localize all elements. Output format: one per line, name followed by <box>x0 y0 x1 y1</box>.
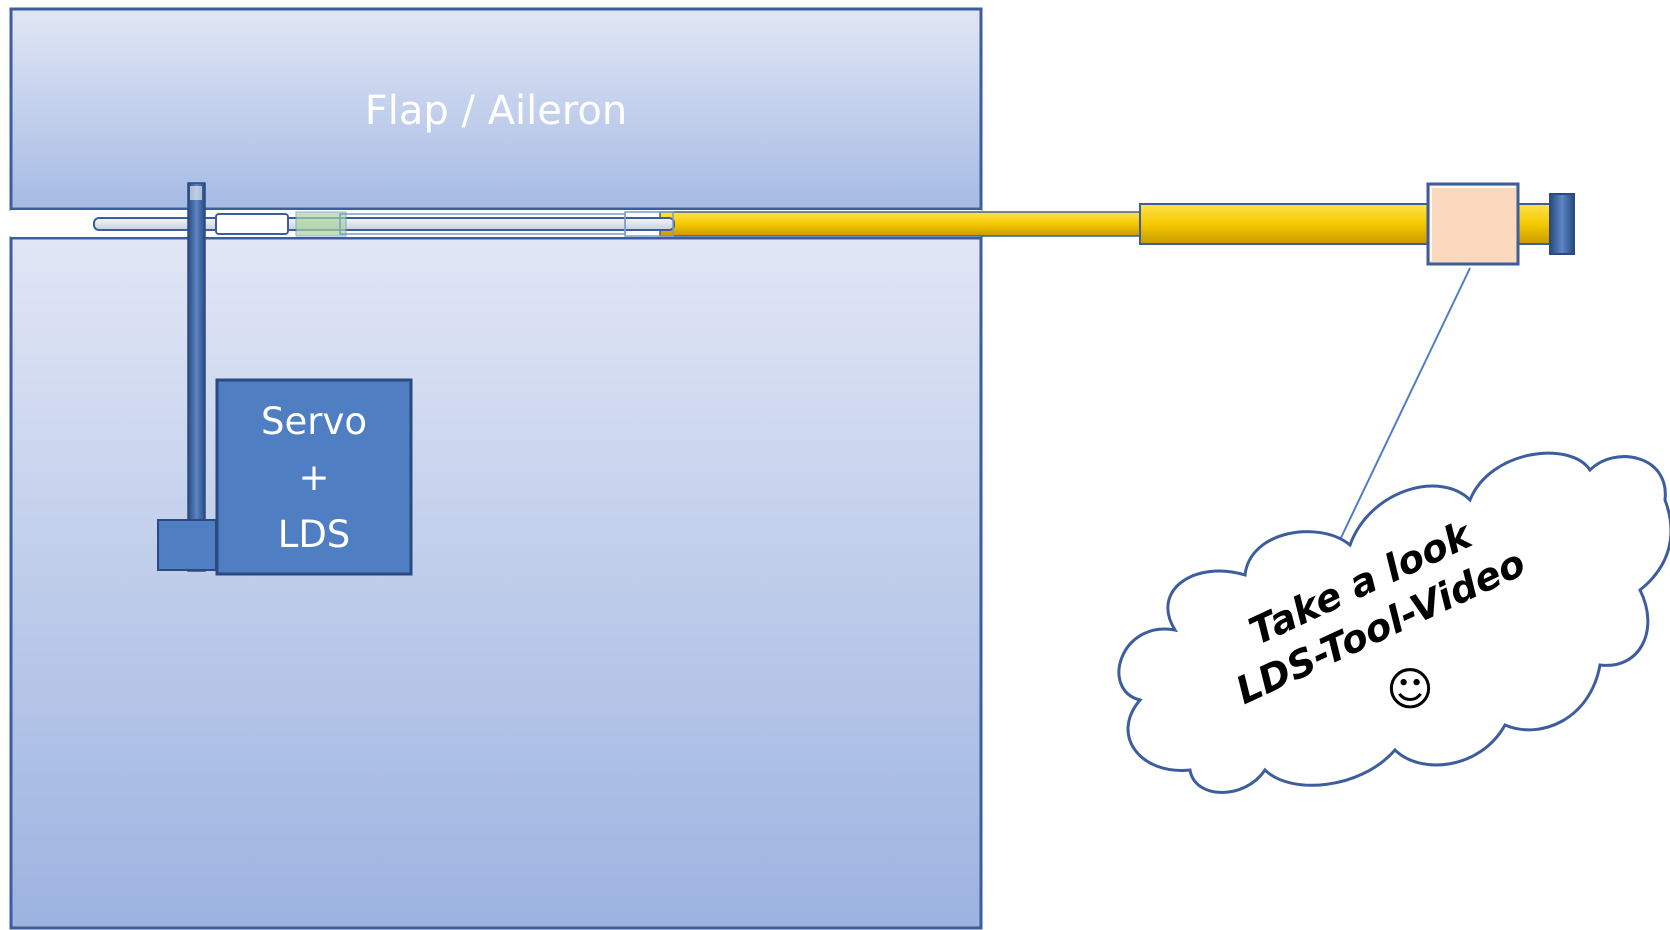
servo-plus-label: + <box>298 456 329 499</box>
servo-label: Servo <box>261 400 367 443</box>
callout-pointer <box>1337 267 1471 545</box>
lds-label: LDS <box>278 513 351 556</box>
wing-panel <box>9 236 983 930</box>
lds-tool-block <box>1426 182 1520 266</box>
silver-rod <box>93 211 675 237</box>
servo-lds-box: Servo + LDS <box>215 378 413 576</box>
cloud-callout: Take a look LDS-Tool-Video ☺ <box>1117 451 1670 794</box>
servo-base <box>157 519 217 571</box>
flap-label: Flap / Aileron <box>365 88 628 134</box>
servo-arm <box>187 182 206 572</box>
smiley-icon: ☺ <box>1386 662 1434 716</box>
rod-end-cap <box>1549 193 1575 255</box>
flap-panel: Flap / Aileron <box>9 7 983 211</box>
